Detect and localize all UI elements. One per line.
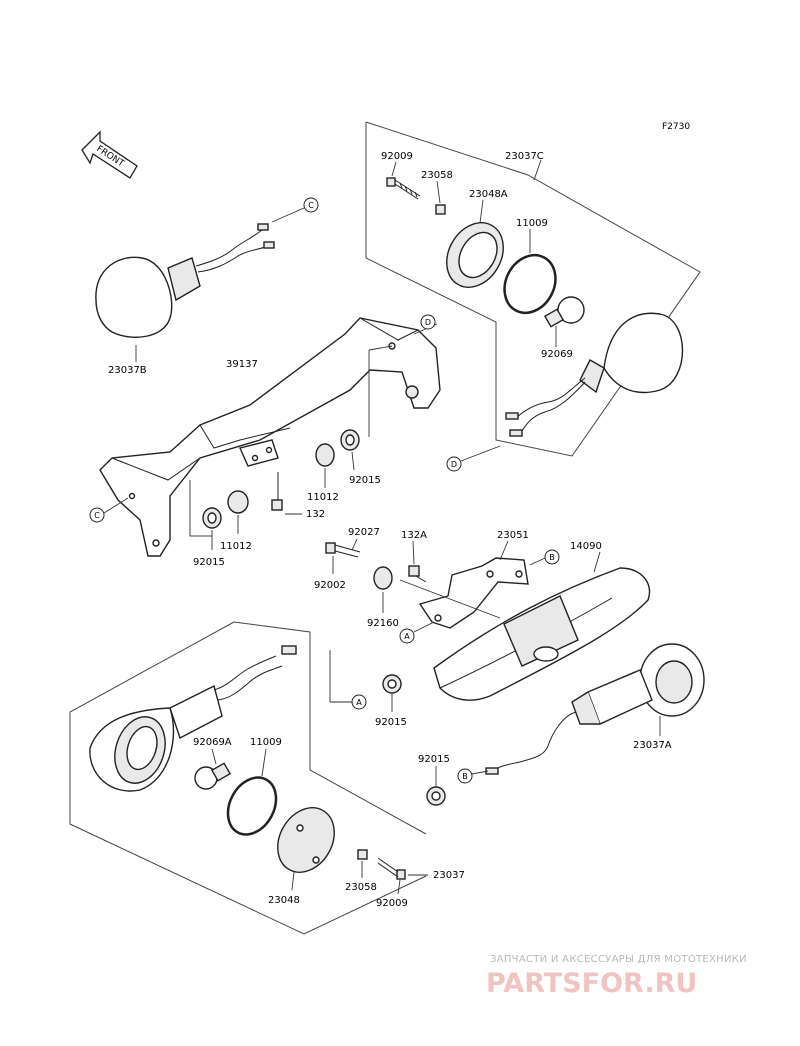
callout-d-left: D xyxy=(420,314,436,330)
part-label-23037B: 23037B xyxy=(108,365,147,376)
gasket-11009-top xyxy=(503,229,557,315)
nut-23058-bottom xyxy=(357,849,368,878)
turn-signal-23037C xyxy=(505,159,684,437)
screw-92009-top xyxy=(386,161,421,200)
part-label-92002: 92002 xyxy=(314,580,346,591)
callout-b-lower: B xyxy=(457,768,489,784)
svg-text:D: D xyxy=(451,460,457,469)
lens-23048A xyxy=(446,199,504,288)
group-box-23037 xyxy=(69,621,427,935)
svg-text:A: A xyxy=(356,698,362,707)
screw-92009-bottom xyxy=(377,857,406,895)
svg-text:B: B xyxy=(549,553,555,562)
gasket-11009-bottom xyxy=(226,748,278,836)
part-label-92015-lower: 92015 xyxy=(418,754,450,765)
part-label-11009-top: 11009 xyxy=(516,218,548,229)
part-label-92009-bottom: 92009 xyxy=(376,898,408,909)
part-label-23037C: 23037C xyxy=(505,151,544,162)
part-label-92015-mid: 92015 xyxy=(375,717,407,728)
part-label-11012-left: 11012 xyxy=(220,541,252,552)
turn-signal-23037 xyxy=(89,645,297,792)
front-arrow-icon: FRONT xyxy=(81,130,138,179)
watermark-logo: PARTSFOR.RU xyxy=(486,968,697,999)
collar-92160 xyxy=(373,566,393,613)
part-label-23037: 23037 xyxy=(433,870,465,881)
part-label-39137: 39137 xyxy=(226,359,258,370)
part-label-92069A: 92069A xyxy=(193,737,232,748)
part-label-14090: 14090 xyxy=(570,541,602,552)
part-label-92160: 92160 xyxy=(367,618,399,629)
bracket-39137 xyxy=(99,317,441,557)
bolt-132 xyxy=(271,472,302,515)
nut-92015-mid xyxy=(382,674,402,712)
collar-11012-right xyxy=(315,443,335,488)
part-label-23048: 23048 xyxy=(268,895,300,906)
part-label-92069: 92069 xyxy=(541,349,573,360)
part-label-92015-right: 92015 xyxy=(349,475,381,486)
bolt-92002 xyxy=(325,538,361,574)
bulb-92069A xyxy=(194,748,232,790)
part-label-23048A: 23048A xyxy=(469,189,508,200)
nut-92015-lower xyxy=(426,766,446,806)
part-label-23058-bottom: 23058 xyxy=(345,882,377,893)
group-box-23037C xyxy=(365,121,701,457)
svg-text:A: A xyxy=(404,632,410,641)
part-label-92027: 92027 xyxy=(348,527,380,538)
svg-text:B: B xyxy=(462,772,468,781)
part-label-11009-bottom: 11009 xyxy=(250,737,282,748)
fender-14090 xyxy=(433,551,651,701)
svg-text:D: D xyxy=(425,318,431,327)
part-label-92009-top: 92009 xyxy=(381,151,413,162)
part-label-23037A: 23037A xyxy=(633,740,672,751)
svg-text:C: C xyxy=(94,511,100,520)
part-label-23058-top: 23058 xyxy=(421,170,453,181)
nut-23058-top xyxy=(435,180,446,215)
part-label-23051: 23051 xyxy=(497,530,529,541)
figure-code: F2730 xyxy=(662,122,690,132)
watermark-tagline: ЗАПЧАСТИ И АКСЕССУАРЫ ДЛЯ МОТОТЕХНИКИ xyxy=(490,954,747,965)
part-label-11012-right: 11012 xyxy=(307,492,339,503)
callout-b-center: B xyxy=(529,549,560,566)
svg-text:C: C xyxy=(308,201,314,210)
part-label-132: 132 xyxy=(306,509,325,520)
callout-a-lower: A xyxy=(329,650,367,710)
callout-d-right: D xyxy=(446,445,501,472)
bulb-92069 xyxy=(543,296,585,347)
turn-signal-23037B xyxy=(95,223,275,362)
bracket-23051 xyxy=(399,540,529,629)
callout-c-left: C xyxy=(89,497,129,523)
callout-c-top: C xyxy=(271,197,319,223)
nut-92015-left xyxy=(189,480,222,550)
turn-signal-23037A xyxy=(485,643,705,775)
part-label-132A: 132A xyxy=(401,530,427,541)
collar-11012-left xyxy=(227,490,249,534)
lens-23048 xyxy=(277,807,335,891)
callout-a-center: A xyxy=(399,621,435,644)
part-label-92015-left: 92015 xyxy=(193,557,225,568)
nut-92015-right xyxy=(340,429,360,471)
bolt-132A xyxy=(408,540,427,583)
